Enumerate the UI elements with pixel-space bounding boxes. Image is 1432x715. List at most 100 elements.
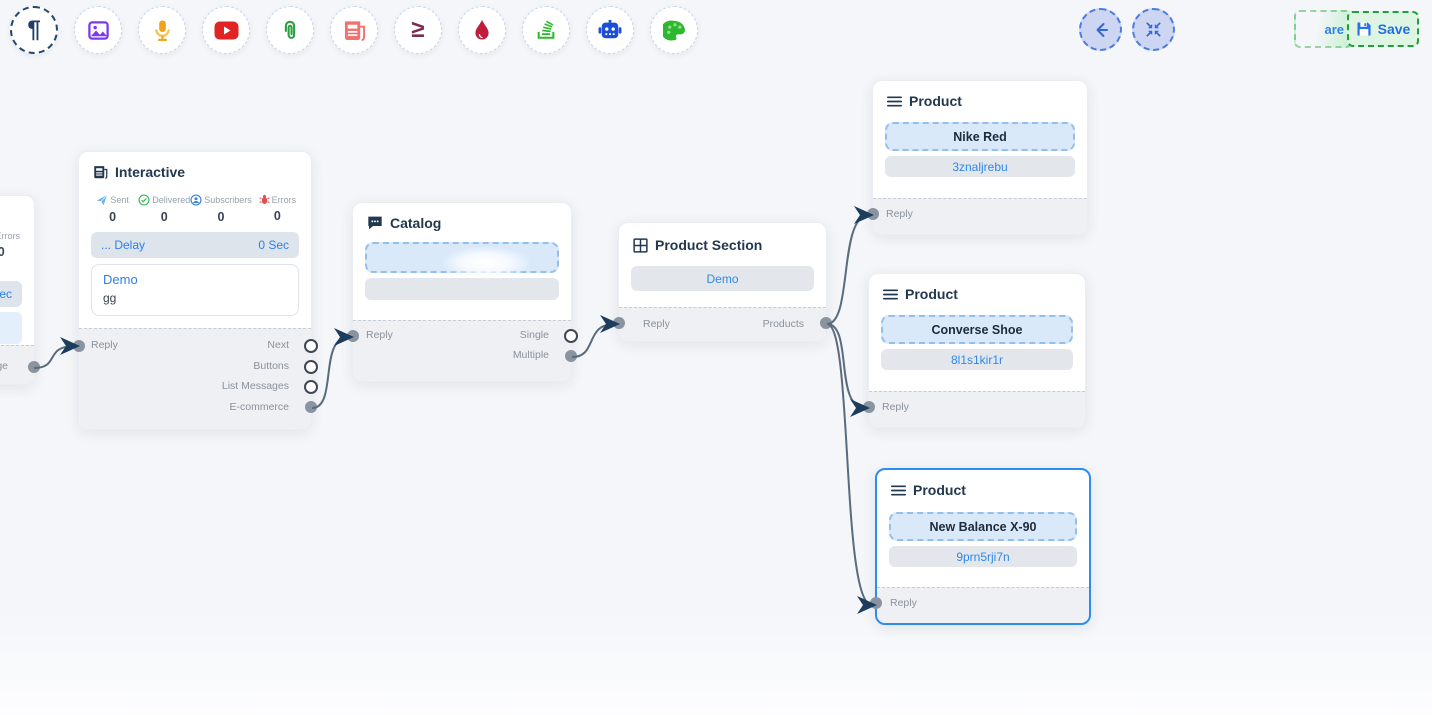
node-footer: Reply [867, 198, 1087, 234]
delay-label: ... Delay [101, 238, 146, 252]
catalog-secondary-placeholder[interactable] [365, 278, 559, 300]
message-box[interactable]: Demo gg [91, 264, 299, 316]
stat-value: 0 [0, 245, 5, 259]
node-product-3[interactable]: Product New Balance X-90 9prn5rji7n Repl… [870, 468, 1091, 625]
subscribers-icon [190, 194, 202, 206]
input-handle-reply[interactable] [867, 208, 879, 220]
input-label-reply: Reply [643, 318, 670, 330]
node-product-2[interactable]: Product Converse Shoe 8l1s1kir1r Reply [863, 273, 1086, 428]
edge-product-section-products-to-product2-reply [826, 323, 870, 417]
node-interactive[interactable]: Interactive Sent 0 Delivered 0 [73, 151, 318, 430]
input-label-reply: Reply [91, 339, 118, 351]
catalog-placeholder[interactable] [365, 242, 559, 280]
toolbar-image-button[interactable] [74, 6, 122, 54]
toolbar-audio-button[interactable] [138, 6, 186, 54]
node-product-section[interactable]: Product Section Demo Reply Products [613, 222, 832, 342]
compress-icon [1146, 22, 1161, 37]
output-handle-message[interactable] [28, 361, 40, 373]
toolbar-drip-button[interactable] [458, 6, 506, 54]
input-handle-reply[interactable] [870, 597, 882, 609]
product-name: Nike Red [953, 129, 1007, 144]
greater-equal-icon: ≥ [411, 16, 425, 43]
palette-icon [662, 19, 685, 41]
input-handle-reply[interactable] [613, 317, 625, 329]
menu-icon [883, 289, 898, 299]
toolbar-bot-button[interactable] [586, 6, 634, 54]
output-label-list-messages: List Messages [221, 380, 289, 392]
output-label-products: Products [762, 318, 804, 330]
toolbar-sequence-button[interactable] [522, 6, 570, 54]
newspaper-icon [344, 20, 365, 41]
message-box[interactable] [0, 312, 22, 344]
toolbar-theme-button[interactable] [650, 6, 698, 54]
node-product-1[interactable]: Product Nike Red 3znaljrebu Reply [867, 80, 1088, 235]
node-header: Interactive [79, 152, 311, 186]
delay-row[interactable]: 0 Sec [0, 281, 22, 307]
message-body: gg [103, 291, 117, 305]
delay-row[interactable]: ... Delay 0 Sec [91, 232, 299, 258]
save-button[interactable]: Save [1347, 11, 1419, 47]
fit-view-button[interactable] [1132, 8, 1175, 51]
bug-icon [258, 194, 270, 204]
toolbar-text-button[interactable]: ¶ [10, 6, 58, 54]
output-handle-multiple[interactable] [565, 350, 577, 362]
toolbar-template-button[interactable] [330, 6, 378, 54]
product-name: New Balance X-90 [929, 519, 1037, 534]
product-code-box[interactable]: 3znaljrebu [885, 156, 1075, 177]
node-header: Product [877, 470, 1089, 504]
node-header: Product [869, 274, 1085, 308]
node-footer: Reply Products [613, 307, 832, 341]
youtube-icon [214, 21, 238, 39]
node-footer: Reply [863, 391, 1085, 427]
product-code: 3znaljrebu [952, 159, 1008, 174]
back-button[interactable] [1079, 8, 1122, 51]
input-handle-reply[interactable] [73, 340, 85, 352]
node-title: Catalog [390, 215, 442, 231]
stat-label: Subscribers [204, 195, 252, 205]
output-handle-single[interactable] [564, 329, 578, 343]
microphone-icon [154, 19, 170, 41]
stat-label: Errors [271, 194, 297, 205]
interactive-icon [94, 166, 108, 179]
product-code-box[interactable]: 9prn5rji7n [889, 546, 1077, 567]
node-header: Catalog [353, 203, 571, 237]
partial-hidden-button[interactable]: are [1294, 10, 1352, 48]
input-label-reply: Reply [886, 208, 913, 220]
output-label-message: Message [0, 360, 8, 372]
product-name-box[interactable]: Nike Red [885, 122, 1075, 151]
output-handle-list-messages[interactable] [304, 380, 318, 394]
input-handle-reply[interactable] [347, 330, 359, 342]
product-name: Converse Shoe [931, 322, 1023, 337]
product-code: 9prn5rji7n [956, 549, 1010, 564]
arrow-left-icon [1096, 22, 1108, 37]
node-partial-message[interactable]: Errors 0 0 Sec Message [0, 195, 40, 385]
edge-product-section-products-to-product1-reply [826, 206, 874, 325]
node-title: Product [909, 93, 962, 109]
toolbar-video-button[interactable] [202, 6, 250, 54]
product-code-box[interactable]: 8l1s1kir1r [881, 349, 1073, 370]
output-label-multiple: Multiple [512, 349, 549, 361]
edge-partial-message-to-interactive-reply [33, 337, 80, 369]
toolbar-condition-button[interactable]: ≥ [394, 6, 442, 54]
pilcrow-icon: ¶ [27, 16, 41, 43]
section-button[interactable]: Demo [631, 266, 814, 291]
product-name-box[interactable]: New Balance X-90 [889, 512, 1077, 541]
output-label-single: Single [519, 329, 549, 341]
node-title: Product Section [655, 237, 763, 253]
output-handle-products[interactable] [820, 317, 832, 329]
stat-value: 0 [109, 210, 117, 224]
product-name-box[interactable]: Converse Shoe [881, 315, 1073, 344]
node-catalog[interactable]: Catalog Reply Single Multiple [347, 202, 578, 382]
output-handle-ecommerce[interactable] [305, 401, 317, 413]
menu-icon [891, 485, 906, 495]
output-handle-next[interactable] [304, 339, 318, 353]
message-title: Demo [103, 272, 138, 287]
node-footer: Reply [870, 587, 1089, 623]
output-handle-buttons[interactable] [304, 360, 318, 374]
paperclip-icon [284, 20, 296, 39]
save-button-label: Save [1377, 21, 1411, 37]
input-handle-reply[interactable] [863, 401, 875, 413]
toolbar-file-button[interactable] [266, 6, 314, 54]
node-title: Interactive [115, 164, 186, 180]
